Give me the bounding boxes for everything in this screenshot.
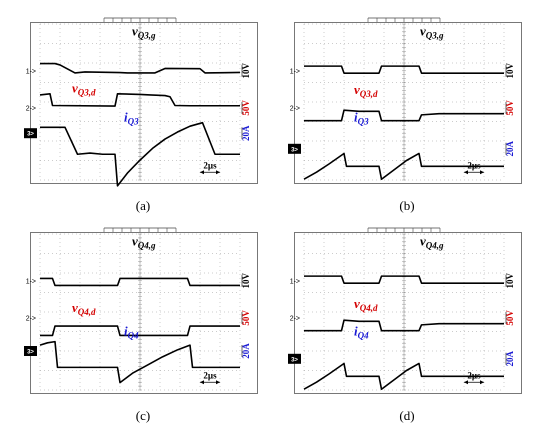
trace-label: vQ4,d	[354, 296, 378, 313]
scope-plot: 1-> 10V vQ4,g 2-> 50V vQ4,d 3> 20A iQ4 2µs	[288, 227, 515, 391]
channel-marker: 1->	[290, 278, 300, 285]
channel-marker: 1->	[290, 68, 300, 75]
channel-scale-label: 20A	[241, 125, 251, 141]
channel-marker: 2->	[290, 315, 300, 322]
channel-scale-label: 10V	[505, 63, 515, 79]
svg-text:3>: 3>	[27, 132, 34, 138]
channel-marker: 3>	[288, 353, 301, 364]
svg-text:1->: 1->	[26, 278, 36, 285]
svg-text:2µs: 2µs	[467, 160, 481, 170]
trigger-bracket	[103, 17, 177, 22]
trace-iq3	[40, 121, 240, 187]
time-scale: 2µs	[200, 160, 220, 175]
scope-grid	[39, 23, 241, 181]
svg-text:2->: 2->	[26, 105, 36, 112]
trace-label: iQ3	[354, 110, 369, 127]
panel-caption: (a)	[135, 198, 151, 213]
panel-c: 1-> 10V vQ4,g 2-> 50V vQ4,d 3> 20A iQ4 2µs (c)	[18, 220, 276, 423]
panel-d: 1-> 10V vQ4,g 2-> 50V vQ4,d 3> 20A iQ4 2µs (d)	[282, 220, 540, 423]
channel-scale-label: 50V	[505, 310, 515, 326]
time-scale: 2µs	[464, 160, 484, 175]
trace-label: vQ3,d	[354, 82, 378, 99]
trigger-bracket	[103, 227, 177, 232]
panel-caption: (b)	[399, 198, 415, 213]
trace-label: iQ3	[124, 110, 139, 127]
channel-scale-label: 20A	[505, 141, 515, 157]
trace-label: vQ4,g	[420, 234, 444, 251]
trigger-bracket	[367, 17, 441, 22]
channel-marker: 2->	[26, 105, 36, 112]
channel-scale-label: 10V	[241, 273, 251, 289]
trace-vq3d	[304, 109, 504, 122]
trace-label: iQ4	[124, 323, 139, 340]
panel-b: 1-> 10V vQ3,g 2-> 50V vQ3,d 3> 20A iQ3 2µs (b)	[282, 10, 540, 213]
time-scale: 2µs	[464, 370, 484, 385]
trace-label: vQ4,g	[132, 234, 156, 251]
channel-marker: 2->	[26, 315, 36, 322]
trace-iq4	[39, 340, 240, 384]
channel-scale-label: 20A	[241, 343, 251, 359]
trace-iq4	[303, 362, 504, 391]
trace-label: vQ3,d	[72, 80, 96, 97]
channel-marker: 1->	[26, 278, 36, 285]
trace-label: vQ4,d	[72, 300, 96, 317]
svg-text:2µs: 2µs	[203, 160, 217, 170]
scope-grid	[303, 23, 505, 181]
svg-text:2->: 2->	[290, 105, 300, 112]
channel-scale-label: 50V	[241, 100, 251, 116]
trace-vq3g	[304, 65, 504, 74]
channel-marker: 2->	[290, 105, 300, 112]
trace-label: vQ3,g	[420, 24, 444, 41]
channel-marker: 3>	[24, 346, 37, 356]
trace-vq4d	[304, 319, 504, 332]
trace-vq4g	[40, 277, 240, 287]
svg-text:3>: 3>	[27, 350, 34, 356]
channel-scale-label: 20A	[505, 351, 515, 367]
svg-text:1->: 1->	[290, 278, 300, 285]
svg-text:3>: 3>	[291, 147, 298, 153]
trace-iq3	[303, 152, 504, 181]
svg-text:3>: 3>	[291, 357, 298, 363]
time-scale: 2µs	[200, 370, 220, 385]
svg-text:1->: 1->	[290, 68, 300, 75]
svg-text:2->: 2->	[290, 315, 300, 322]
svg-text:2µs: 2µs	[203, 370, 217, 380]
scope-plot: 1-> 10V vQ4,g 2-> 50V vQ4,d 3> 20A iQ4 2µs	[24, 227, 251, 391]
svg-text:1->: 1->	[26, 68, 36, 75]
trace-vq3g	[40, 62, 241, 74]
channel-scale-label: 50V	[505, 100, 515, 116]
trace-label: iQ4	[354, 323, 369, 340]
channel-scale-label: 50V	[241, 310, 251, 326]
panel-a: 1-> 10V vQ3,g 2-> 50V vQ3,d 3> 20A iQ3 2µs (a)	[18, 10, 276, 213]
trace-label: vQ3,g	[132, 24, 156, 41]
channel-marker: 1->	[26, 68, 36, 75]
trace-vq4g	[304, 275, 504, 284]
channel-marker: 3>	[288, 143, 301, 154]
trace-vq3d	[39, 93, 240, 107]
panel-caption: (d)	[399, 408, 415, 423]
svg-text:2µs: 2µs	[467, 370, 481, 380]
scope-grid	[39, 233, 241, 391]
scope-plot: 1-> 10V vQ3,g 2-> 50V vQ3,d 3> 20A iQ3 2µs	[288, 17, 515, 181]
scope-plot: 1-> 10V vQ3,g 2-> 50V vQ3,d 3> 20A iQ3 2µs	[24, 17, 251, 187]
channel-marker: 3>	[24, 128, 37, 139]
channel-scale-label: 10V	[241, 63, 251, 79]
trigger-bracket	[367, 227, 441, 232]
channel-scale-label: 10V	[505, 273, 515, 289]
scope-grid	[303, 233, 505, 391]
svg-text:2->: 2->	[26, 315, 36, 322]
panel-caption: (c)	[135, 408, 151, 423]
trace-vq4d	[40, 325, 240, 337]
